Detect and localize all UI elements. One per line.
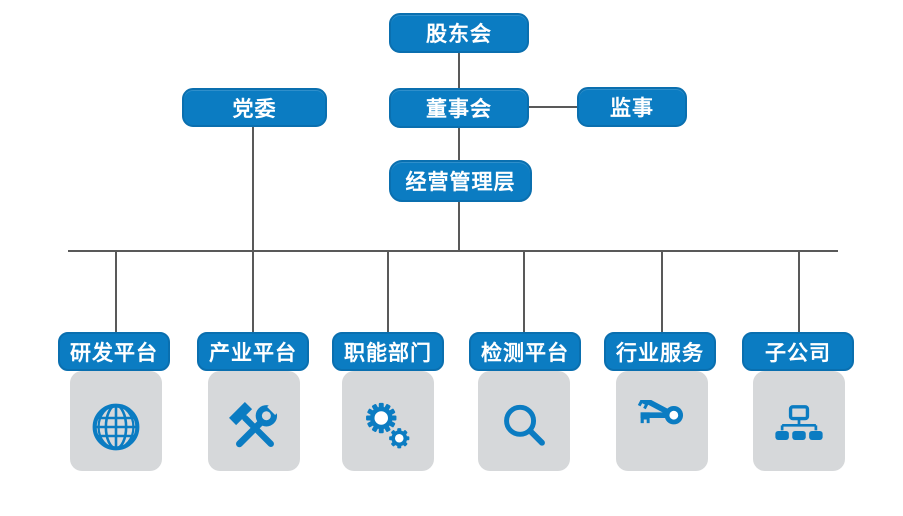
dept-card-testing-platform: [478, 371, 570, 471]
dept-label-rd-platform: 研发平台: [58, 332, 170, 371]
magnifier-icon: [497, 400, 551, 454]
dept-label-text: 研发平台: [70, 341, 158, 365]
gears-icon: [361, 400, 415, 454]
connector-drop-4: [523, 250, 525, 335]
dept-card-rd-platform: [70, 371, 162, 471]
dept-card-functional-departments: [342, 371, 434, 471]
node-supervisor: 监事: [577, 87, 687, 127]
connector-drop-3: [387, 250, 389, 335]
connector-drop-2: [252, 250, 254, 335]
connector-management-bus: [458, 202, 460, 252]
connector-party-bus: [252, 127, 254, 252]
connector-board-management: [458, 128, 460, 161]
globe-icon: [89, 400, 143, 454]
dept-label-text: 产业平台: [209, 341, 297, 365]
dept-label-functional-departments: 职能部门: [332, 332, 444, 371]
connector-board-supervisor: [529, 106, 577, 108]
dept-label-industry-services: 行业服务: [604, 332, 716, 371]
dept-label-text: 行业服务: [616, 341, 704, 365]
dept-card-subsidiary: [753, 371, 845, 471]
node-board-of-directors: 董事会: [389, 88, 529, 128]
node-shareholders-meeting: 股东会: [389, 13, 529, 53]
dept-label-text: 检测平台: [481, 341, 569, 365]
connector-drop-1: [115, 250, 117, 335]
dept-card-industry-services: [616, 371, 708, 471]
dept-label-industry-platform: 产业平台: [197, 332, 309, 371]
node-party-committee: 党委: [182, 88, 327, 127]
sitemap-icon: [772, 400, 826, 454]
dept-label-text: 子公司: [765, 341, 831, 365]
node-label: 监事: [610, 97, 654, 120]
dept-card-industry-platform: [208, 371, 300, 471]
node-label: 股东会: [426, 23, 492, 46]
connector-drop-6: [798, 250, 800, 335]
node-label: 党委: [232, 97, 277, 121]
dept-label-testing-platform: 检测平台: [469, 332, 581, 371]
node-management-team: 经营管理层: [389, 160, 532, 202]
node-label: 董事会: [426, 98, 492, 121]
node-label: 经营管理层: [405, 171, 516, 194]
connector-bus-line: [68, 250, 838, 252]
hammer-wrench-icon: [227, 400, 281, 454]
connector-shareholders-board: [458, 53, 460, 89]
connector-drop-5: [661, 250, 663, 335]
keys-icon: [635, 400, 689, 454]
dept-label-subsidiary: 子公司: [742, 332, 854, 371]
dept-label-text: 职能部门: [344, 341, 432, 365]
